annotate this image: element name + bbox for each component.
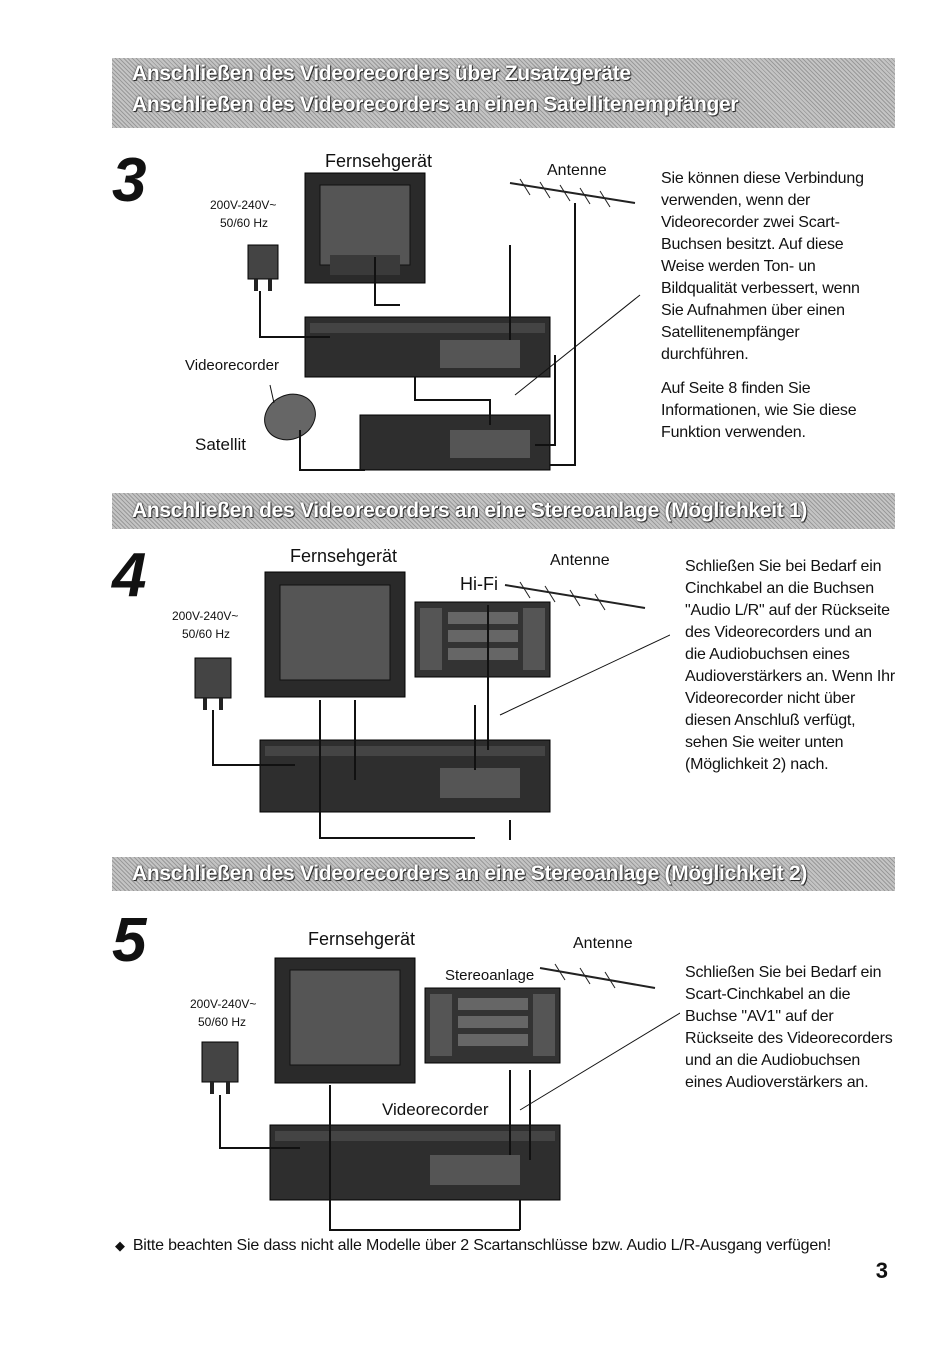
power-plug-icon <box>201 1041 239 1094</box>
vcr-label: Videorecorder <box>382 1100 489 1119</box>
section-banner-stereo-option-1: Anschließen des Videorecorders an eine S… <box>112 493 895 529</box>
step-number-5: 5 <box>112 906 147 975</box>
description-paragraph: Sie können diese Verbindung verwenden, w… <box>661 170 864 363</box>
section-3-description: Sie können diese Verbindung verwenden, w… <box>661 168 881 456</box>
vcr-label: Videorecorder <box>185 357 279 374</box>
power-plug-icon <box>247 244 279 291</box>
section-4-description: Schließen Sie bei Bedarf ein Cinchkabel … <box>685 556 895 788</box>
diagram-stereo-option-2: Fernsehgerät Antenne Stereoanlage 200V-2… <box>190 929 680 1231</box>
hifi-system-illustration <box>414 601 551 678</box>
diagram-satellite-connection: Fernsehgerät Antenne 200V-240V~ 50/60 Hz… <box>185 151 641 471</box>
section-banner-stereo-option-2: Anschließen des Videorecorders an eine S… <box>112 857 895 891</box>
frequency-label: 50/60 Hz <box>198 1015 246 1029</box>
power-spec-label: 200V-240V~ <box>190 997 256 1011</box>
power-spec-label: 200V-240V~ <box>172 609 238 623</box>
antenna-icon <box>509 178 636 208</box>
banner-title-line: Anschließen des Videorecorders an eine S… <box>132 499 808 522</box>
stereo-system-illustration <box>424 987 561 1064</box>
footnote: ◆ Bitte beachten Sie dass nicht alle Mode… <box>115 1237 831 1255</box>
antenna-icon <box>539 963 656 989</box>
tv-label: Fernsehgerät <box>308 929 415 949</box>
footnote-text: Bitte beachten Sie dass nicht alle Model… <box>132 1237 831 1254</box>
description-paragraph: Schließen Sie bei Bedarf ein Scart-Cinch… <box>685 964 893 1091</box>
power-plug-icon <box>194 657 232 710</box>
description-paragraph: Auf Seite 8 finden Sie Informationen, wi… <box>661 380 857 441</box>
stereo-label: Stereoanlage <box>445 967 534 984</box>
antenna-label: Antenne <box>550 552 610 569</box>
frequency-label: 50/60 Hz <box>182 627 230 641</box>
diagram-stereo-option-1: Fernsehgerät Antenne Hi-Fi 200V-240V~ 50… <box>172 546 670 840</box>
antenna-icon <box>504 581 646 611</box>
banner-title-line: Anschließen des Videorecorders an eine S… <box>132 862 808 885</box>
step-number-3: 3 <box>112 146 147 215</box>
page-number: 3 <box>875 1258 888 1283</box>
power-spec-label: 200V-240V~ <box>210 198 276 212</box>
section-banner-satellite: Anschließen des Videorecorders über Zusa… <box>112 58 895 128</box>
section-5-description: Schließen Sie bei Bedarf ein Scart-Cinch… <box>685 962 895 1106</box>
bullet-icon: ◆ <box>115 1238 125 1253</box>
satellite-label: Satellit <box>195 435 246 454</box>
hifi-label: Hi-Fi <box>460 574 498 594</box>
antenna-label: Antenne <box>573 935 633 952</box>
tv-label: Fernsehgerät <box>325 151 432 171</box>
banner-subtitle-line: Anschließen des Videorecorders an einen … <box>132 93 739 116</box>
tv-label: Fernsehgerät <box>290 546 397 566</box>
satellite-dish-icon <box>264 384 316 441</box>
step-number-4: 4 <box>112 541 147 610</box>
antenna-label: Antenne <box>547 162 607 179</box>
frequency-label: 50/60 Hz <box>220 216 268 230</box>
banner-title-line: Anschließen des Videorecorders über Zusa… <box>132 62 631 85</box>
description-paragraph: Schließen Sie bei Bedarf ein Cinchkabel … <box>685 558 896 773</box>
